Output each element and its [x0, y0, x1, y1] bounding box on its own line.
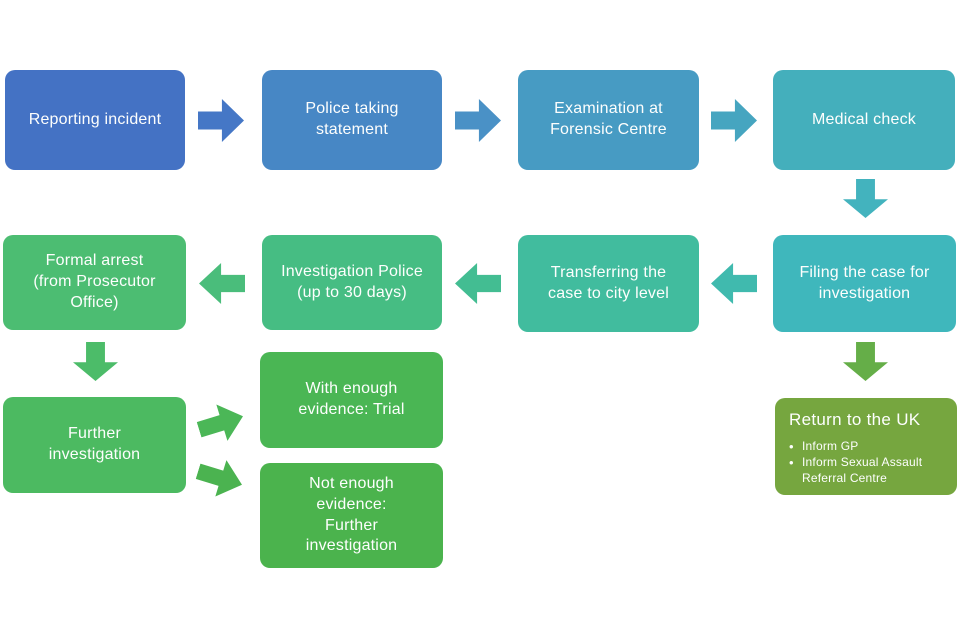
arrow-down-icon [843, 179, 888, 218]
node-transferring-case-city-level: Transferring the case to city level [518, 235, 699, 332]
node-title: Return to the UK [789, 410, 921, 429]
arrow-left-icon [455, 263, 501, 304]
node-further-investigation: Further investigation [3, 397, 186, 493]
arrow-left-icon [711, 263, 757, 304]
arrow-down-right-icon [192, 453, 247, 503]
node-filing-case-investigation: Filing the case for investigation [773, 235, 956, 332]
arrow-left-icon [199, 263, 245, 304]
node-label: Medical check [812, 110, 916, 128]
arrow-down-icon [73, 342, 118, 381]
node-medical-check: Medical check [773, 70, 955, 170]
node-label: Investigation Police (up to 30 days) [281, 262, 423, 301]
node-label: With enough evidence: Trial [298, 380, 405, 418]
node-label: Reporting incident [28, 110, 162, 128]
node-police-taking-statement: Police taking statement [262, 70, 442, 170]
arrow-right-icon [455, 99, 501, 142]
node-return-to-uk: Return to the UK Inform GP Inform Sexual… [775, 398, 957, 495]
node-label: Further investigation [48, 425, 141, 463]
node-label: Not enough evidence: Further investigati… [305, 474, 398, 555]
arrow-down-icon [843, 342, 888, 381]
node-label: Filing the case for investigation [799, 263, 930, 302]
node-label: Police taking statement [305, 100, 399, 138]
node-examination-forensic-centre: Examination at Forensic Centre [518, 70, 699, 170]
node-label: Formal arrest (from Prosecutor Office) [33, 252, 156, 311]
node-reporting-incident: Reporting incident [5, 70, 185, 170]
bullet-item: Inform GP [789, 438, 947, 455]
node-label: Examination at Forensic Centre [550, 100, 667, 138]
node-with-enough-evidence-trial: With enough evidence: Trial [260, 352, 443, 448]
arrow-right-icon [711, 99, 757, 142]
bullet-list: Inform GP Inform Sexual Assault Referral… [789, 438, 947, 487]
node-formal-arrest: Formal arrest (from Prosecutor Office) [3, 235, 186, 330]
node-label: Transferring the case to city level [548, 263, 669, 302]
node-investigation-police-30-days: Investigation Police (up to 30 days) [262, 235, 442, 330]
node-not-enough-evidence: Not enough evidence: Further investigati… [260, 463, 443, 568]
arrow-up-right-icon [193, 398, 248, 448]
arrow-right-icon [198, 99, 244, 142]
bullet-item: Inform Sexual Assault Referral Centre [789, 454, 947, 487]
